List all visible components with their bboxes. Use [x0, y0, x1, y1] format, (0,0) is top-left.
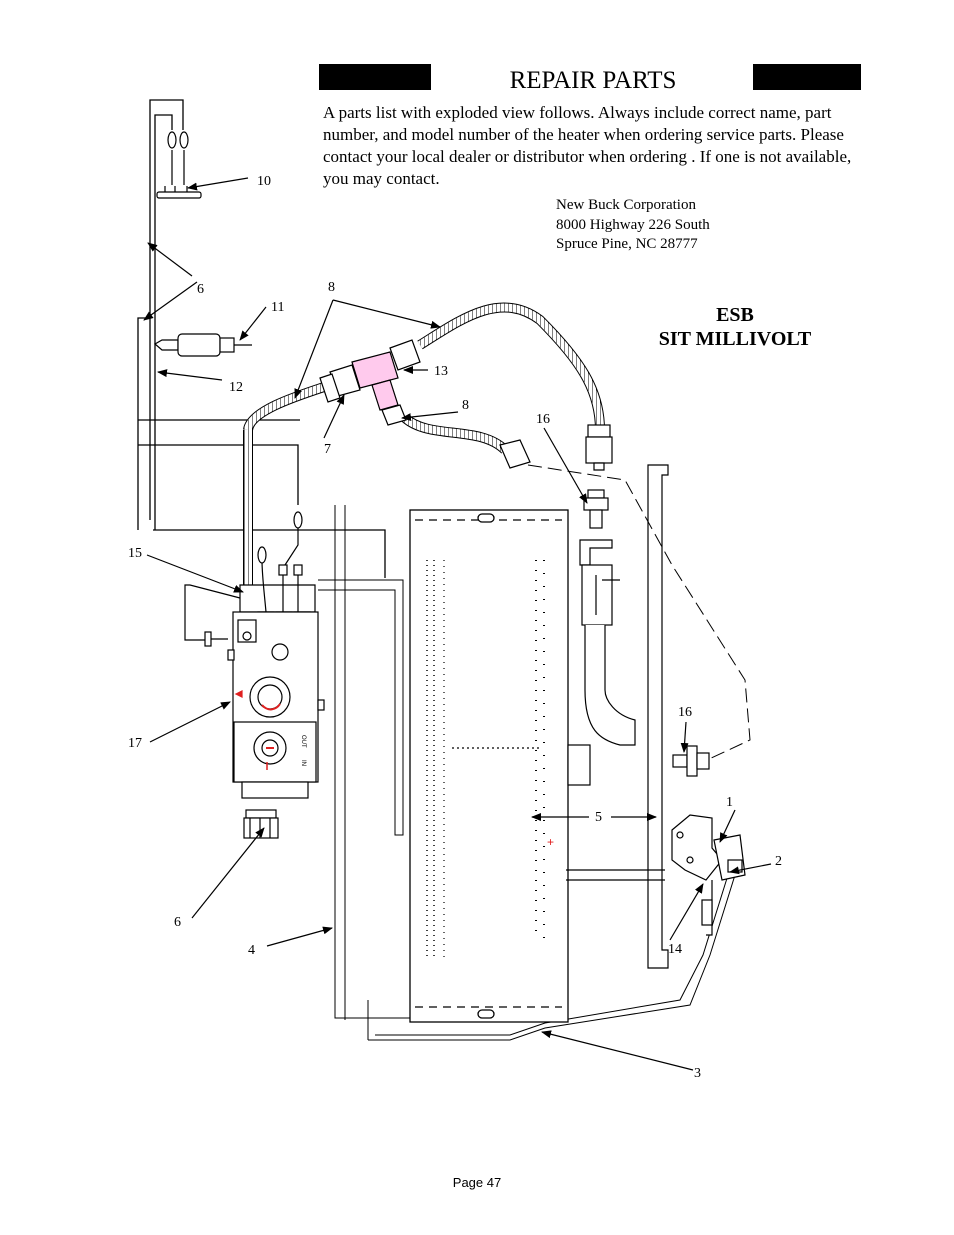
burner-body	[409, 509, 569, 1023]
callout-8-lower: 8	[462, 398, 469, 413]
callout-13: 13	[434, 364, 448, 379]
callout-8-top: 8	[328, 280, 335, 295]
valve-out-label: OUT	[300, 735, 306, 748]
callout-12: 12	[229, 380, 243, 395]
fitting-16-side	[672, 745, 710, 777]
callout-17: 17	[128, 736, 142, 751]
callout-15: 15	[128, 546, 142, 561]
piezo-igniter-11	[153, 333, 252, 357]
pilot-wiring	[137, 99, 386, 578]
callout-16-side: 16	[678, 705, 692, 720]
header-bar-right	[753, 64, 861, 90]
callout-1: 1	[726, 795, 733, 810]
tee-fitting-13	[319, 339, 421, 426]
callout-10: 10	[257, 174, 271, 189]
callout-6-bottom: 6	[174, 915, 181, 930]
valve-control-wires	[184, 511, 303, 647]
burner-red-mark: +	[547, 835, 554, 849]
gas-valve-17	[227, 584, 325, 799]
callout-7: 7	[324, 442, 331, 457]
model-title: ESB SIT MILLIVOLT	[640, 303, 830, 351]
callout-5: 5	[595, 810, 602, 825]
callout-14: 14	[668, 942, 682, 957]
supply-tubing	[318, 505, 736, 1041]
flex-gas-lines	[243, 302, 605, 585]
pilot-assembly-10	[156, 131, 202, 199]
inlet-fitting-6	[243, 809, 279, 839]
valve-in-label: IN	[300, 760, 306, 766]
model-line-1: ESB	[716, 304, 754, 326]
callout-11: 11	[271, 300, 284, 315]
dashed-connection	[527, 464, 751, 761]
fitting-16-top	[583, 489, 609, 529]
callout-3: 3	[694, 1066, 701, 1081]
callout-2: 2	[775, 854, 782, 869]
intro-paragraph: A parts list with exploded view follows.…	[323, 103, 852, 188]
address-street: 8000 Highway 226 South	[556, 216, 710, 233]
model-line-2: SIT MILLIVOLT	[658, 328, 812, 350]
callout-numbers: 10 6 11 12 8 13 8 7 16 15 17 16 1 5 2 6 …	[128, 174, 782, 1081]
address-company: New Buck Corporation	[556, 197, 696, 213]
callout-16-top: 16	[536, 412, 550, 427]
burner-baffle	[566, 464, 669, 969]
page-number: Page 47	[452, 1175, 502, 1190]
page-title: REPAIR PARTS	[509, 67, 677, 94]
leader-lines	[143, 177, 772, 1071]
header-bar-left	[319, 64, 431, 90]
callout-4: 4	[248, 943, 255, 958]
address-block: New Buck Corporation 8000 Highway 226 So…	[556, 196, 710, 255]
line-fittings	[499, 424, 613, 471]
address-city: Spruce Pine, NC 28777	[556, 236, 698, 252]
callout-6-top: 6	[197, 282, 204, 297]
